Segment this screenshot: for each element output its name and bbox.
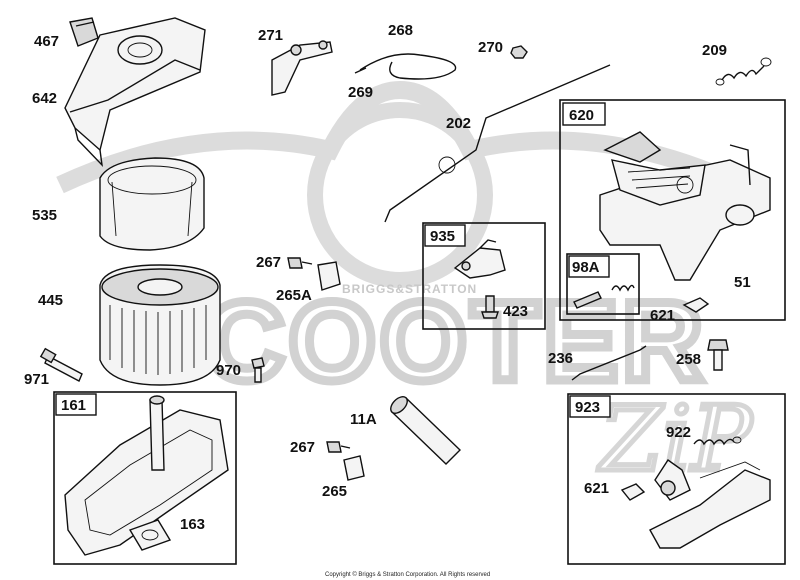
label-970: 970 xyxy=(216,362,241,379)
box-923 xyxy=(567,393,786,565)
label-267-b: 267 xyxy=(290,439,315,456)
part-98a-screw-spring xyxy=(573,284,635,309)
label-467: 467 xyxy=(34,33,59,50)
box-935 xyxy=(422,222,546,330)
part-209-spring xyxy=(715,57,772,86)
part-935-governor-lever xyxy=(453,239,506,279)
box-161 xyxy=(53,391,237,565)
box-620-tag xyxy=(562,102,606,126)
label-209: 209 xyxy=(702,42,727,59)
label-270: 270 xyxy=(478,39,503,56)
part-922-spring xyxy=(693,436,742,446)
label-265: 265 xyxy=(322,483,347,500)
label-445: 445 xyxy=(38,292,63,309)
label-51: 51 xyxy=(734,274,751,291)
part-265a-clamp xyxy=(317,261,341,291)
label-423: 423 xyxy=(503,303,528,320)
box-98a-tag xyxy=(568,255,610,278)
label-621-b: 621 xyxy=(584,480,609,497)
part-620-control-plate xyxy=(599,131,771,281)
label-971: 971 xyxy=(24,371,49,388)
part-642-cover xyxy=(64,17,206,168)
part-267-screw-b xyxy=(326,441,351,453)
watermark-small: BRIGGS&STRATTON xyxy=(342,282,477,296)
part-236-link xyxy=(571,345,647,381)
part-535-precleaner xyxy=(99,157,205,251)
part-621-clip-b xyxy=(620,483,646,501)
label-11a: 11A xyxy=(350,411,377,428)
box-161-tag xyxy=(55,393,97,416)
label-621-a: 621 xyxy=(650,307,675,324)
label-269: 269 xyxy=(348,84,373,101)
part-445-filter xyxy=(99,264,221,386)
part-258-bolt xyxy=(707,339,729,371)
part-163-gasket xyxy=(128,519,172,551)
label-268: 268 xyxy=(388,22,413,39)
part-268-cable xyxy=(354,53,457,80)
box-923-label: 923 xyxy=(575,399,600,416)
label-922: 922 xyxy=(666,424,691,441)
box-161-label: 161 xyxy=(61,397,86,414)
part-467-knob xyxy=(69,17,99,47)
part-267-screw-a xyxy=(287,257,313,269)
part-423-screw xyxy=(481,295,499,319)
copyright-text: Copyright © Briggs & Stratton Corporatio… xyxy=(325,571,490,578)
part-970-bolt xyxy=(251,357,265,383)
part-11a-tube xyxy=(390,396,461,465)
label-642: 642 xyxy=(32,90,57,107)
label-258: 258 xyxy=(676,351,701,368)
label-267-a: 267 xyxy=(256,254,281,271)
part-161-base xyxy=(64,395,229,556)
part-621-clip-a xyxy=(682,297,710,313)
part-270-nut xyxy=(510,45,528,59)
box-923-tag xyxy=(569,395,611,418)
label-535: 535 xyxy=(32,207,57,224)
box-935-tag xyxy=(424,224,466,247)
part-271-bracket xyxy=(271,40,333,96)
box-620 xyxy=(559,99,786,321)
box-98a-label: 98A xyxy=(572,259,600,276)
part-923-control-assembly xyxy=(649,459,771,549)
label-236: 236 xyxy=(548,350,573,367)
box-98a xyxy=(566,253,640,315)
part-971-stud xyxy=(39,347,83,382)
label-163: 163 xyxy=(180,516,205,533)
part-202-rod xyxy=(384,64,611,223)
watermark-circle xyxy=(307,102,493,288)
label-265a: 265A xyxy=(276,287,312,304)
box-935-label: 935 xyxy=(430,228,455,245)
part-265-clamp xyxy=(343,455,365,481)
label-202: 202 xyxy=(446,115,471,132)
label-271: 271 xyxy=(258,27,283,44)
box-620-label: 620 xyxy=(569,107,594,124)
